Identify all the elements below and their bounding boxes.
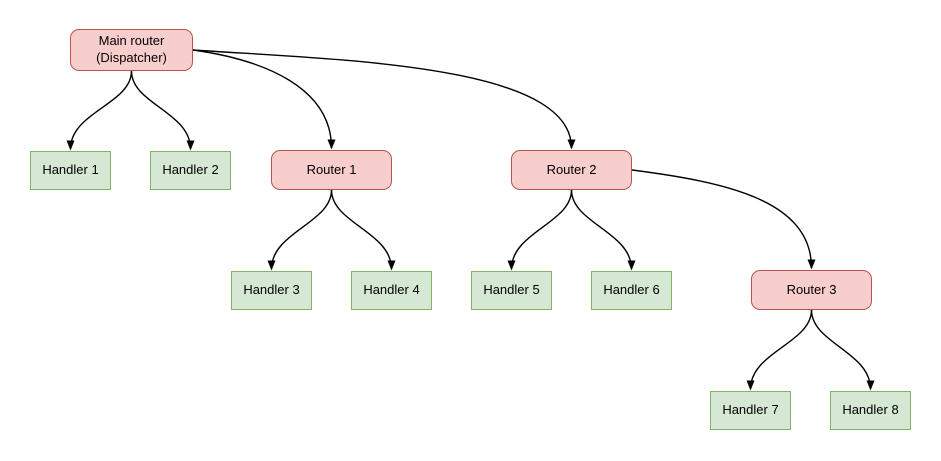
- node-handler-4: Handler 4: [351, 271, 432, 310]
- node-router-3: Router 3: [751, 270, 872, 310]
- node-handler-2: Handler 2: [150, 151, 231, 190]
- node-handler-3: Handler 3: [231, 271, 312, 310]
- node-router-3-label: Router 3: [786, 281, 837, 297]
- node-router-2-label: Router 2: [546, 161, 597, 177]
- edge-router-2-to-handler-5: [507, 189, 573, 271]
- node-router-1: Router 1: [271, 150, 392, 190]
- edge-router-2-to-handler-6: [570, 189, 636, 271]
- edge-router-2-to-router-3: [631, 169, 816, 270]
- edge-router-3-to-handler-8: [810, 309, 875, 391]
- node-handler-7-label: Handler 7: [722, 402, 779, 418]
- edge-main-to-router-1: [192, 49, 336, 150]
- node-handler-3-label: Handler 3: [243, 282, 300, 298]
- node-router-2: Router 2: [511, 150, 632, 190]
- node-handler-6-label: Handler 6: [603, 282, 660, 298]
- node-handler-8-label: Handler 8: [842, 402, 899, 418]
- node-handler-1: Handler 1: [30, 151, 111, 190]
- node-handler-7: Handler 7: [710, 391, 791, 430]
- edge-main-to-handler-2: [130, 70, 195, 151]
- node-handler-1-label: Handler 1: [42, 162, 99, 178]
- node-main-router: Main router (Dispatcher): [70, 29, 193, 71]
- edge-main-to-router-2: [192, 49, 576, 150]
- edge-main-to-handler-1: [66, 70, 133, 151]
- node-handler-8: Handler 8: [830, 391, 911, 430]
- node-handler-6: Handler 6: [591, 271, 672, 310]
- node-router-1-label: Router 1: [306, 161, 357, 177]
- node-handler-2-label: Handler 2: [162, 162, 219, 178]
- node-handler-4-label: Handler 4: [363, 282, 420, 298]
- edge-router-3-to-handler-7: [746, 309, 813, 391]
- edge-router-1-to-handler-3: [267, 189, 333, 271]
- node-main-router-label: Main router (Dispatcher): [96, 33, 167, 65]
- node-handler-5: Handler 5: [471, 271, 552, 310]
- node-handler-5-label: Handler 5: [483, 282, 540, 298]
- edge-router-1-to-handler-4: [330, 189, 396, 271]
